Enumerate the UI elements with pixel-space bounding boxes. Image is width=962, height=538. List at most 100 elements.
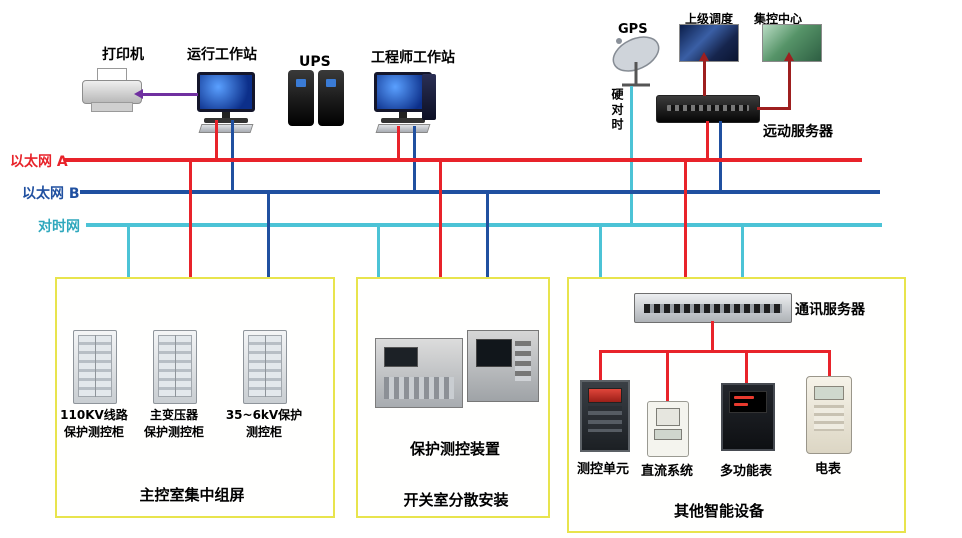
superior-dispatch-label: 上级调度	[685, 12, 734, 26]
protection-device-image	[467, 330, 539, 402]
ups-display	[326, 79, 336, 87]
device-distribution-line	[599, 350, 830, 353]
meter-terminals	[814, 405, 844, 431]
mcu-display	[588, 388, 622, 403]
leftbox-eth-a-drop	[189, 160, 192, 332]
gps-label: GPS	[618, 22, 648, 37]
mfm-display	[729, 391, 767, 413]
dc-system-image	[647, 401, 689, 457]
central-uplink-line	[788, 60, 791, 110]
comm-server-downlink	[711, 321, 714, 352]
server-eth-b-line	[719, 121, 722, 194]
telecontrol-server-image	[656, 95, 760, 123]
transformer-cabinet-label: 主变压器 保护测控柜	[132, 406, 216, 440]
superior-dispatch-photo	[679, 24, 739, 62]
cabinet-label-line2: 测控柜	[245, 425, 282, 439]
printer-tray	[91, 102, 133, 112]
computer-tower	[422, 74, 436, 120]
engineer-workstation-label: 工程师工作站	[371, 50, 455, 66]
ethernet-a-bus	[64, 158, 862, 162]
110kv-cabinet-label: 110KV线路 保护测控柜	[52, 406, 136, 440]
35-6kv-cabinet-image	[243, 330, 287, 404]
measuring-unit-image	[580, 380, 630, 452]
device-buttons	[384, 377, 454, 399]
operator-eth-a-line	[215, 120, 218, 162]
gps-hard-timesync-label: 硬对时	[610, 88, 624, 133]
central-control-label: 集控中心	[754, 12, 803, 26]
monitor-base	[381, 118, 425, 123]
ups-image	[288, 70, 344, 126]
device-screen	[476, 339, 512, 367]
cabinet-label-line1: 主变压器	[149, 408, 198, 422]
multifunction-meter-image	[721, 383, 775, 451]
energy-meter-label: 电表	[814, 462, 841, 477]
device-keypad	[515, 341, 531, 381]
switchgear-room-caption: 开关室分散安装	[403, 491, 509, 509]
multimeter-drop-line	[745, 350, 748, 385]
operator-workstation-image	[197, 72, 255, 133]
comm-server-image	[634, 293, 792, 323]
monitor-screen	[197, 72, 255, 112]
other-smart-devices-caption: 其他智能设备	[673, 502, 764, 520]
dc-window	[654, 429, 682, 440]
ethernet-b-label: 以太网 B	[22, 186, 80, 202]
multifunction-meter-label: 多功能表	[719, 464, 772, 479]
mfm-digit-bar	[734, 403, 748, 406]
mfm-digit-bar	[734, 396, 754, 399]
engineer-eth-a-line	[397, 126, 400, 162]
cabinet-split	[265, 335, 266, 397]
35-6kv-cabinet-label: 35~6kV保护 测控柜	[222, 406, 306, 440]
transformer-cabinet-image	[153, 330, 197, 404]
server-ports	[667, 105, 749, 111]
midbox-eth-a-drop	[439, 160, 442, 340]
dc-system-label: 直流系统	[640, 464, 693, 479]
ups-tower	[288, 70, 314, 126]
printer-cable-arrow	[134, 89, 143, 99]
telecontrol-server-label: 远动服务器	[763, 124, 833, 140]
device-screen	[384, 347, 418, 367]
cabinet-label-line2: 保护测控柜	[143, 425, 204, 439]
energy-meter-drop-line	[828, 350, 831, 378]
central-uplink-elbow	[757, 107, 791, 110]
gps-timesync-line	[630, 86, 633, 227]
monitor-stand	[222, 112, 230, 118]
dc-system-drop-line	[666, 350, 669, 403]
protection-device-label: 保护测控装置	[409, 440, 500, 458]
ethernet-b-bus	[80, 190, 880, 194]
ups-display	[296, 79, 306, 87]
central-uplink-arrow	[784, 52, 794, 61]
ethernet-a-label: 以太网 A	[10, 154, 68, 170]
ups-label: UPS	[299, 54, 331, 70]
measuring-unit-label: 测控单元	[576, 462, 629, 477]
comm-server-ports	[644, 304, 782, 313]
printer-image	[82, 68, 142, 112]
midbox-eth-b-drop	[486, 192, 489, 334]
110kv-cabinet-image	[73, 330, 117, 404]
cabinet-label-line1: 110KV线路	[60, 408, 128, 422]
time-sync-net-bus	[86, 223, 882, 227]
gps-antenna-image	[606, 32, 666, 88]
leftbox-eth-b-drop	[267, 192, 270, 332]
main-control-room-caption: 主控室集中组屏	[139, 486, 245, 504]
protection-device-image	[375, 338, 463, 408]
cabinet-label-line1: 35~6kV保护	[225, 408, 303, 422]
monitor-stand	[399, 112, 407, 118]
dispatch-uplink-arrow	[699, 52, 709, 61]
energy-meter-image	[806, 376, 852, 454]
commserver-timesync-drop	[741, 225, 744, 295]
printer-cable-line	[142, 93, 198, 96]
printer-body	[82, 80, 142, 104]
operator-workstation-label: 运行工作站	[187, 47, 257, 63]
operator-eth-b-line	[231, 120, 234, 194]
dc-dial	[656, 408, 680, 426]
time-sync-net-label: 对时网	[38, 219, 80, 235]
ups-tower	[318, 70, 344, 126]
cabinet-label-line2: 保护测控柜	[63, 425, 124, 439]
comm-server-label: 通讯服务器	[795, 302, 865, 318]
keyboard	[198, 124, 254, 133]
monitor-base	[204, 118, 248, 123]
cabinet-split	[175, 335, 176, 397]
engineer-workstation-image	[374, 72, 436, 133]
mcu-drop-line	[599, 350, 602, 382]
